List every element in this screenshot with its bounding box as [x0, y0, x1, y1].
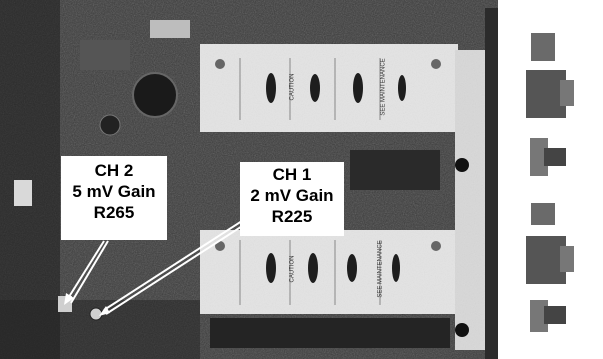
callout-ch2-gain: 5 mV Gain: [72, 182, 156, 201]
callout-ch1-gain: 2 mV Gain: [250, 186, 334, 205]
lower-panel-maintenance-text: SEE MAINTENANCE: [377, 240, 384, 298]
top-component: [150, 20, 190, 38]
trim-pot-r225: [89, 307, 103, 321]
callout-ch2-resistor: R265: [93, 203, 135, 222]
lower-panel: [200, 230, 458, 314]
pointer-arrows: [66, 207, 265, 315]
right-bracket: [455, 8, 498, 359]
connector-2: [530, 300, 548, 332]
lower-panel-caution-text: CAUTION: [289, 255, 296, 283]
board-shadow-left: [0, 0, 60, 359]
board-shadow-bottom: [0, 300, 200, 359]
small-capacitor: [99, 114, 121, 136]
upper-panel: [200, 44, 458, 132]
callout-ch1-resistor: R225: [271, 207, 313, 226]
large-capacitor: [132, 72, 178, 118]
white-component: [14, 180, 32, 206]
knob-1: [531, 33, 555, 61]
callout-ch2-label: CH 2 5 mV Gain R265: [61, 156, 167, 240]
connector-1: [530, 138, 548, 176]
callout-ch1-label: CH 1 2 mV Gain R225: [240, 162, 344, 236]
middle-connector: [350, 150, 440, 190]
arrowhead-ch2: [64, 293, 74, 305]
callout-ch1-channel: CH 1: [272, 165, 312, 184]
upper-panel-caution-text: CAUTION: [289, 73, 296, 101]
arrowhead-ch1: [99, 306, 110, 316]
bottom-connector-row: [210, 318, 450, 348]
callout-ch2-channel: CH 2: [94, 161, 134, 180]
upper-panel-maintenance-text: SEE MAINTENANCE: [380, 58, 387, 116]
front-panel-knobs: [526, 33, 574, 332]
knob-3: [531, 203, 555, 225]
knob-4: [526, 236, 566, 284]
top-chip: [80, 40, 130, 70]
knob-2: [526, 70, 566, 118]
